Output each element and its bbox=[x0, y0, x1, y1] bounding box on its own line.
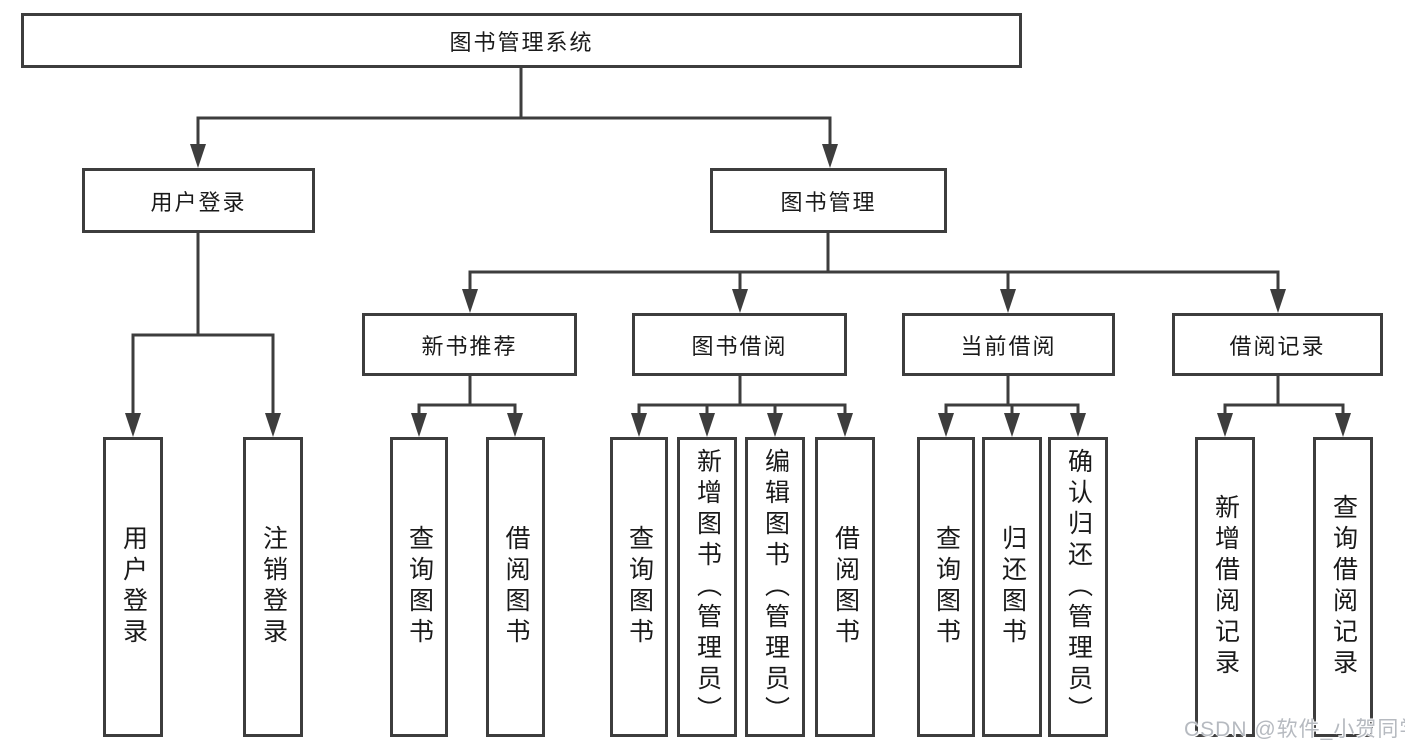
node-borrowing-records: 借阅记录 bbox=[1172, 313, 1383, 376]
leaf-br-add-borrow-record: 新增借阅记录 bbox=[1195, 437, 1255, 737]
leaf-nb-borrow-books: 借阅图书 bbox=[486, 437, 545, 737]
node-new-book-recommendation: 新书推荐 bbox=[362, 313, 577, 376]
leaf-bb-query-books: 查询图书 bbox=[610, 437, 668, 737]
leaf-user-login: 用户登录 bbox=[103, 437, 163, 737]
node-current-borrowing: 当前借阅 bbox=[902, 313, 1115, 376]
leaf-bb-borrow-books: 借阅图书 bbox=[815, 437, 875, 737]
leaf-cb-return-books: 归还图书 bbox=[982, 437, 1042, 737]
node-book-management: 图书管理 bbox=[710, 168, 947, 233]
leaf-bb-edit-book-admin: 编辑图书（管理员） bbox=[745, 437, 805, 737]
node-library-system: 图书管理系统 bbox=[21, 13, 1022, 68]
leaf-nb-query-books: 查询图书 bbox=[390, 437, 448, 737]
node-user-login: 用户登录 bbox=[82, 168, 315, 233]
leaf-bb-add-book-admin: 新增图书（管理员） bbox=[677, 437, 737, 737]
leaf-cb-query-books: 查询图书 bbox=[917, 437, 975, 737]
leaf-br-query-borrow-record: 查询借阅记录 bbox=[1313, 437, 1373, 737]
watermark: CSDN @软件_小贺同学 bbox=[1184, 718, 1405, 741]
leaf-logout: 注销登录 bbox=[243, 437, 303, 737]
node-book-borrowing: 图书借阅 bbox=[632, 313, 847, 376]
leaf-cb-confirm-return-admin: 确认归还（管理员） bbox=[1048, 437, 1108, 737]
